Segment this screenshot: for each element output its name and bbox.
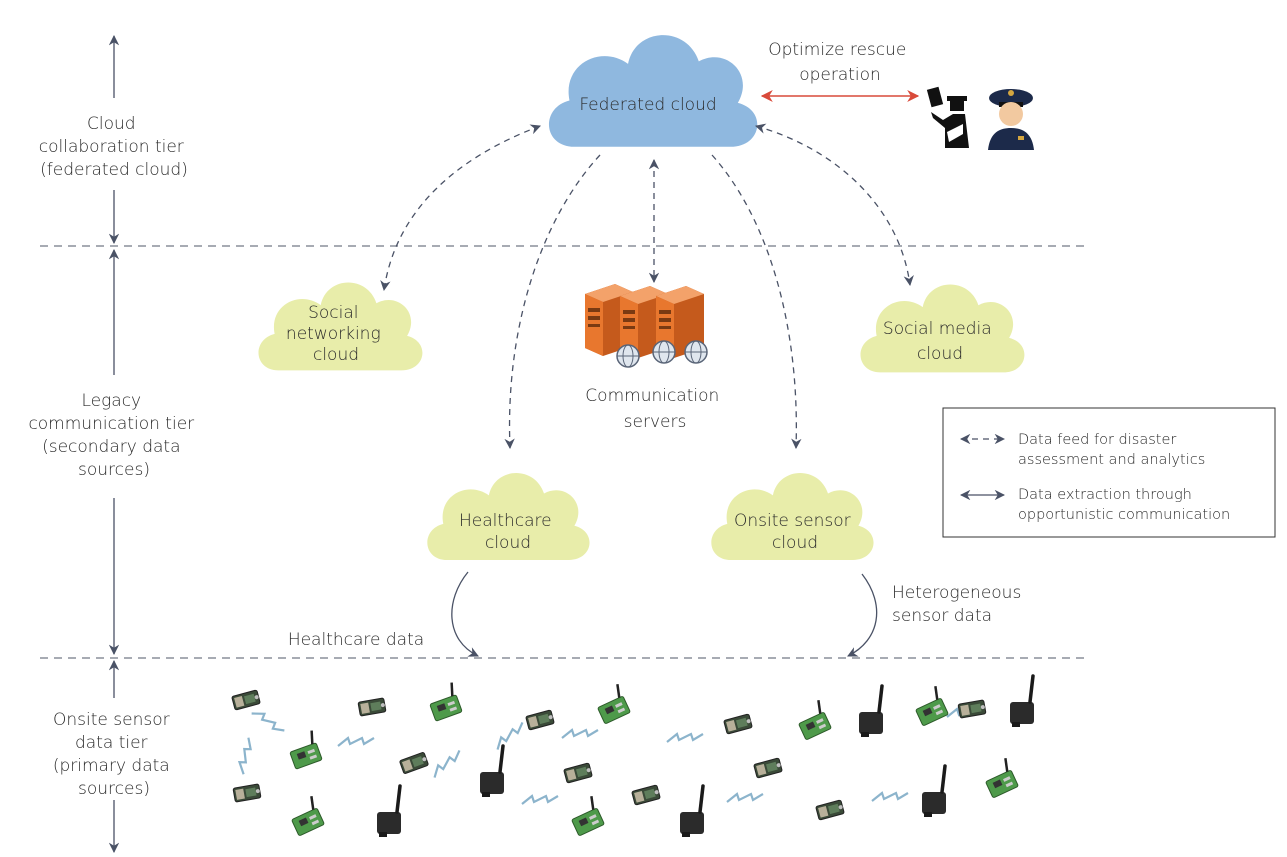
rescue-label: Optimize rescue operation [768, 40, 912, 85]
data-feed-arrows [380, 123, 914, 450]
legend-dashed-label: Data feed for disaster assessment and an… [1018, 432, 1205, 468]
sensor-board-icon [791, 698, 833, 742]
social-media-cloud: Social media cloud [860, 284, 1025, 373]
sensor-field [231, 674, 1036, 839]
globe-icon [684, 340, 708, 364]
sensor-board-icon [908, 684, 950, 728]
sensor-board-icon [978, 756, 1020, 800]
sensor-board-icon [525, 709, 555, 731]
healthcare-data-label: Healthcare data [288, 630, 424, 650]
sensor-box-icon [1008, 674, 1036, 729]
police-officer-icon [926, 86, 969, 148]
sensor-data-label: Heterogeneous sensor data [892, 583, 1027, 626]
security-guard-icon [988, 89, 1034, 150]
sensor-tier-label: Onsite sensor data tier (primary data so… [53, 710, 175, 799]
sensor-box-icon [920, 764, 948, 819]
legend: Data feed for disaster assessment and an… [942, 407, 1276, 538]
sensor-board-icon [231, 689, 261, 711]
onsite-sensor-cloud: Onsite sensor cloud [711, 473, 874, 560]
sensor-board-icon [815, 799, 845, 821]
globe-icon [652, 340, 676, 364]
legacy-tier-label: Legacy communication tier (secondary dat… [28, 391, 199, 480]
sensor-board-icon [564, 794, 606, 838]
sensor-board-icon [753, 757, 783, 779]
sensor-board-icon [284, 794, 326, 838]
sensor-board-icon [723, 713, 753, 735]
legend-solid-label: Data extraction through opportunistic co… [1018, 487, 1230, 523]
sensor-box-icon [478, 744, 506, 799]
federated-cloud: Federated cloud [548, 35, 758, 147]
healthcare-cloud: Healthcare cloud [427, 473, 590, 560]
sensor-box-icon [678, 784, 706, 839]
sensor-board-icon [957, 699, 987, 719]
communication-servers: Communication servers [585, 284, 724, 432]
globe-icon [616, 344, 640, 368]
sensor-board-icon [232, 783, 262, 803]
cloud-tier-label: Cloud collaboration tier (federated clou… [39, 114, 189, 180]
social-networking-cloud: Social networking cloud [258, 282, 423, 371]
svg-text:Social networking: Social networking cloud [286, 303, 386, 365]
sensor-box-icon [857, 684, 885, 739]
svg-text:Healthcare cloud: Healthcare cloud [459, 511, 557, 553]
sensor-board-icon [424, 681, 464, 723]
federated-cloud-label: Federated cloud [579, 95, 716, 115]
communication-servers-label: Communication servers [585, 386, 724, 432]
sensor-board-icon [398, 751, 430, 775]
sensor-board-icon [590, 682, 632, 726]
sensor-board-icon [563, 762, 593, 784]
sensor-board-icon [631, 784, 661, 806]
data-extraction-arrows [451, 571, 878, 657]
svg-text:Onsite sensor cloud: Onsite sensor cloud [734, 511, 856, 553]
sensor-board-icon [284, 729, 324, 771]
svg-text:Social media cloud: Social media cloud [883, 319, 997, 364]
sensor-box-icon [375, 784, 403, 839]
sensor-board-icon [357, 697, 387, 717]
